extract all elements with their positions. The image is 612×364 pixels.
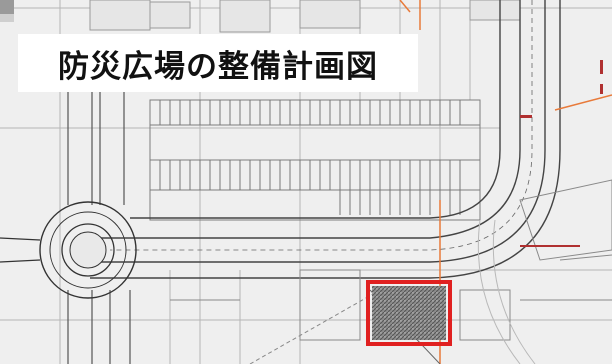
page-title: 防災広場の整備計画図 — [58, 48, 378, 85]
parking-stalls — [159, 100, 461, 215]
corner-mark — [0, 0, 14, 14]
lower-lots — [170, 179, 612, 364]
title-banner: 防災広場の整備計画図 — [18, 34, 418, 92]
buildings-top — [89, 0, 521, 33]
annotation-marks — [520, 60, 603, 247]
plaza-hatch — [372, 286, 446, 340]
corner-mark-secondary — [0, 14, 14, 22]
left-road — [67, 90, 131, 364]
parking-area — [149, 99, 481, 221]
curved-road — [90, 0, 561, 279]
roundabout-icon — [0, 201, 137, 299]
road-centerline — [110, 0, 533, 251]
highlight-frame — [366, 280, 452, 346]
reference-line — [249, 289, 381, 364]
